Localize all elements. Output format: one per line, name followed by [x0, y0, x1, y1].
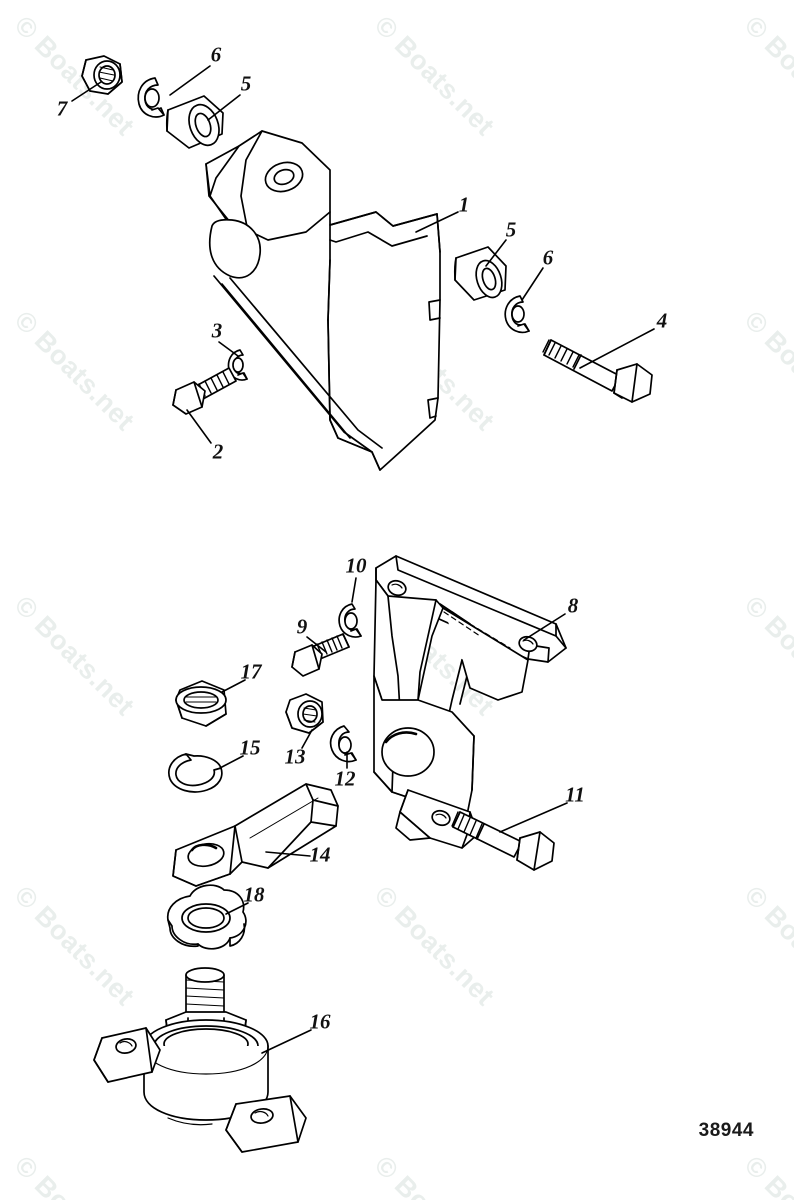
- part-5-spacer-left: [165, 95, 224, 149]
- part-14-trunnion: [172, 783, 339, 887]
- part-7-locknut: [81, 55, 123, 95]
- callout-15-washer: 15: [239, 735, 261, 760]
- callout-leader-lines: [71, 65, 655, 1054]
- callout-11-bolt: 11: [565, 782, 585, 807]
- part-4-bolt: [542, 339, 653, 403]
- part-2-bolt: [172, 367, 237, 415]
- callout-8-engine-mount-bracket: 8: [567, 593, 579, 618]
- callout-18-tab-washer: 18: [243, 882, 265, 907]
- part-3-lock-washer: [227, 349, 248, 381]
- callout-4-bolt: 4: [656, 308, 668, 333]
- callout-1-engine-mount-bracket: 1: [458, 192, 470, 217]
- part-8-engine-mount-bracket: [373, 555, 567, 849]
- callout-17-nut: 17: [240, 659, 262, 684]
- callout-5-spacer-bushing: 5: [240, 71, 252, 96]
- part-15-washer: [168, 753, 223, 793]
- part-9-bolt: [291, 633, 350, 677]
- callout-10-lock-washer: 10: [345, 553, 367, 578]
- part-17-nut: [175, 680, 227, 727]
- part-18-tab-washer: [166, 884, 247, 950]
- part-11-bolt: [451, 811, 555, 871]
- callout-14-trunnion: 14: [309, 842, 331, 867]
- callout-3-lock-washer: 3: [211, 318, 223, 343]
- callout-5-spacer-bushing: 5: [505, 217, 517, 242]
- callout-9-bolt: 9: [296, 614, 308, 639]
- callout-2-bolt: 2: [212, 439, 224, 464]
- part-16-engine-mount: [93, 967, 307, 1153]
- callout-16-engine-mount: 16: [309, 1009, 331, 1034]
- part-10-lock-washer: [338, 603, 362, 638]
- part-6-lock-washer-left: [137, 77, 165, 118]
- callout-7-locknut: 7: [56, 96, 68, 121]
- part-1-engine-mount-bracket: [205, 130, 441, 471]
- part-6-lock-washer-right: [504, 295, 530, 334]
- callout-13-locknut: 13: [284, 744, 306, 769]
- part-5-spacer-right: [453, 246, 507, 301]
- callout-6-lock-washer: 6: [210, 42, 222, 67]
- figure-number: 38944: [698, 1120, 754, 1141]
- callout-12-lock-washer: 12: [334, 766, 356, 791]
- callout-6-lock-washer: 6: [542, 245, 554, 270]
- part-13-locknut: [285, 693, 324, 734]
